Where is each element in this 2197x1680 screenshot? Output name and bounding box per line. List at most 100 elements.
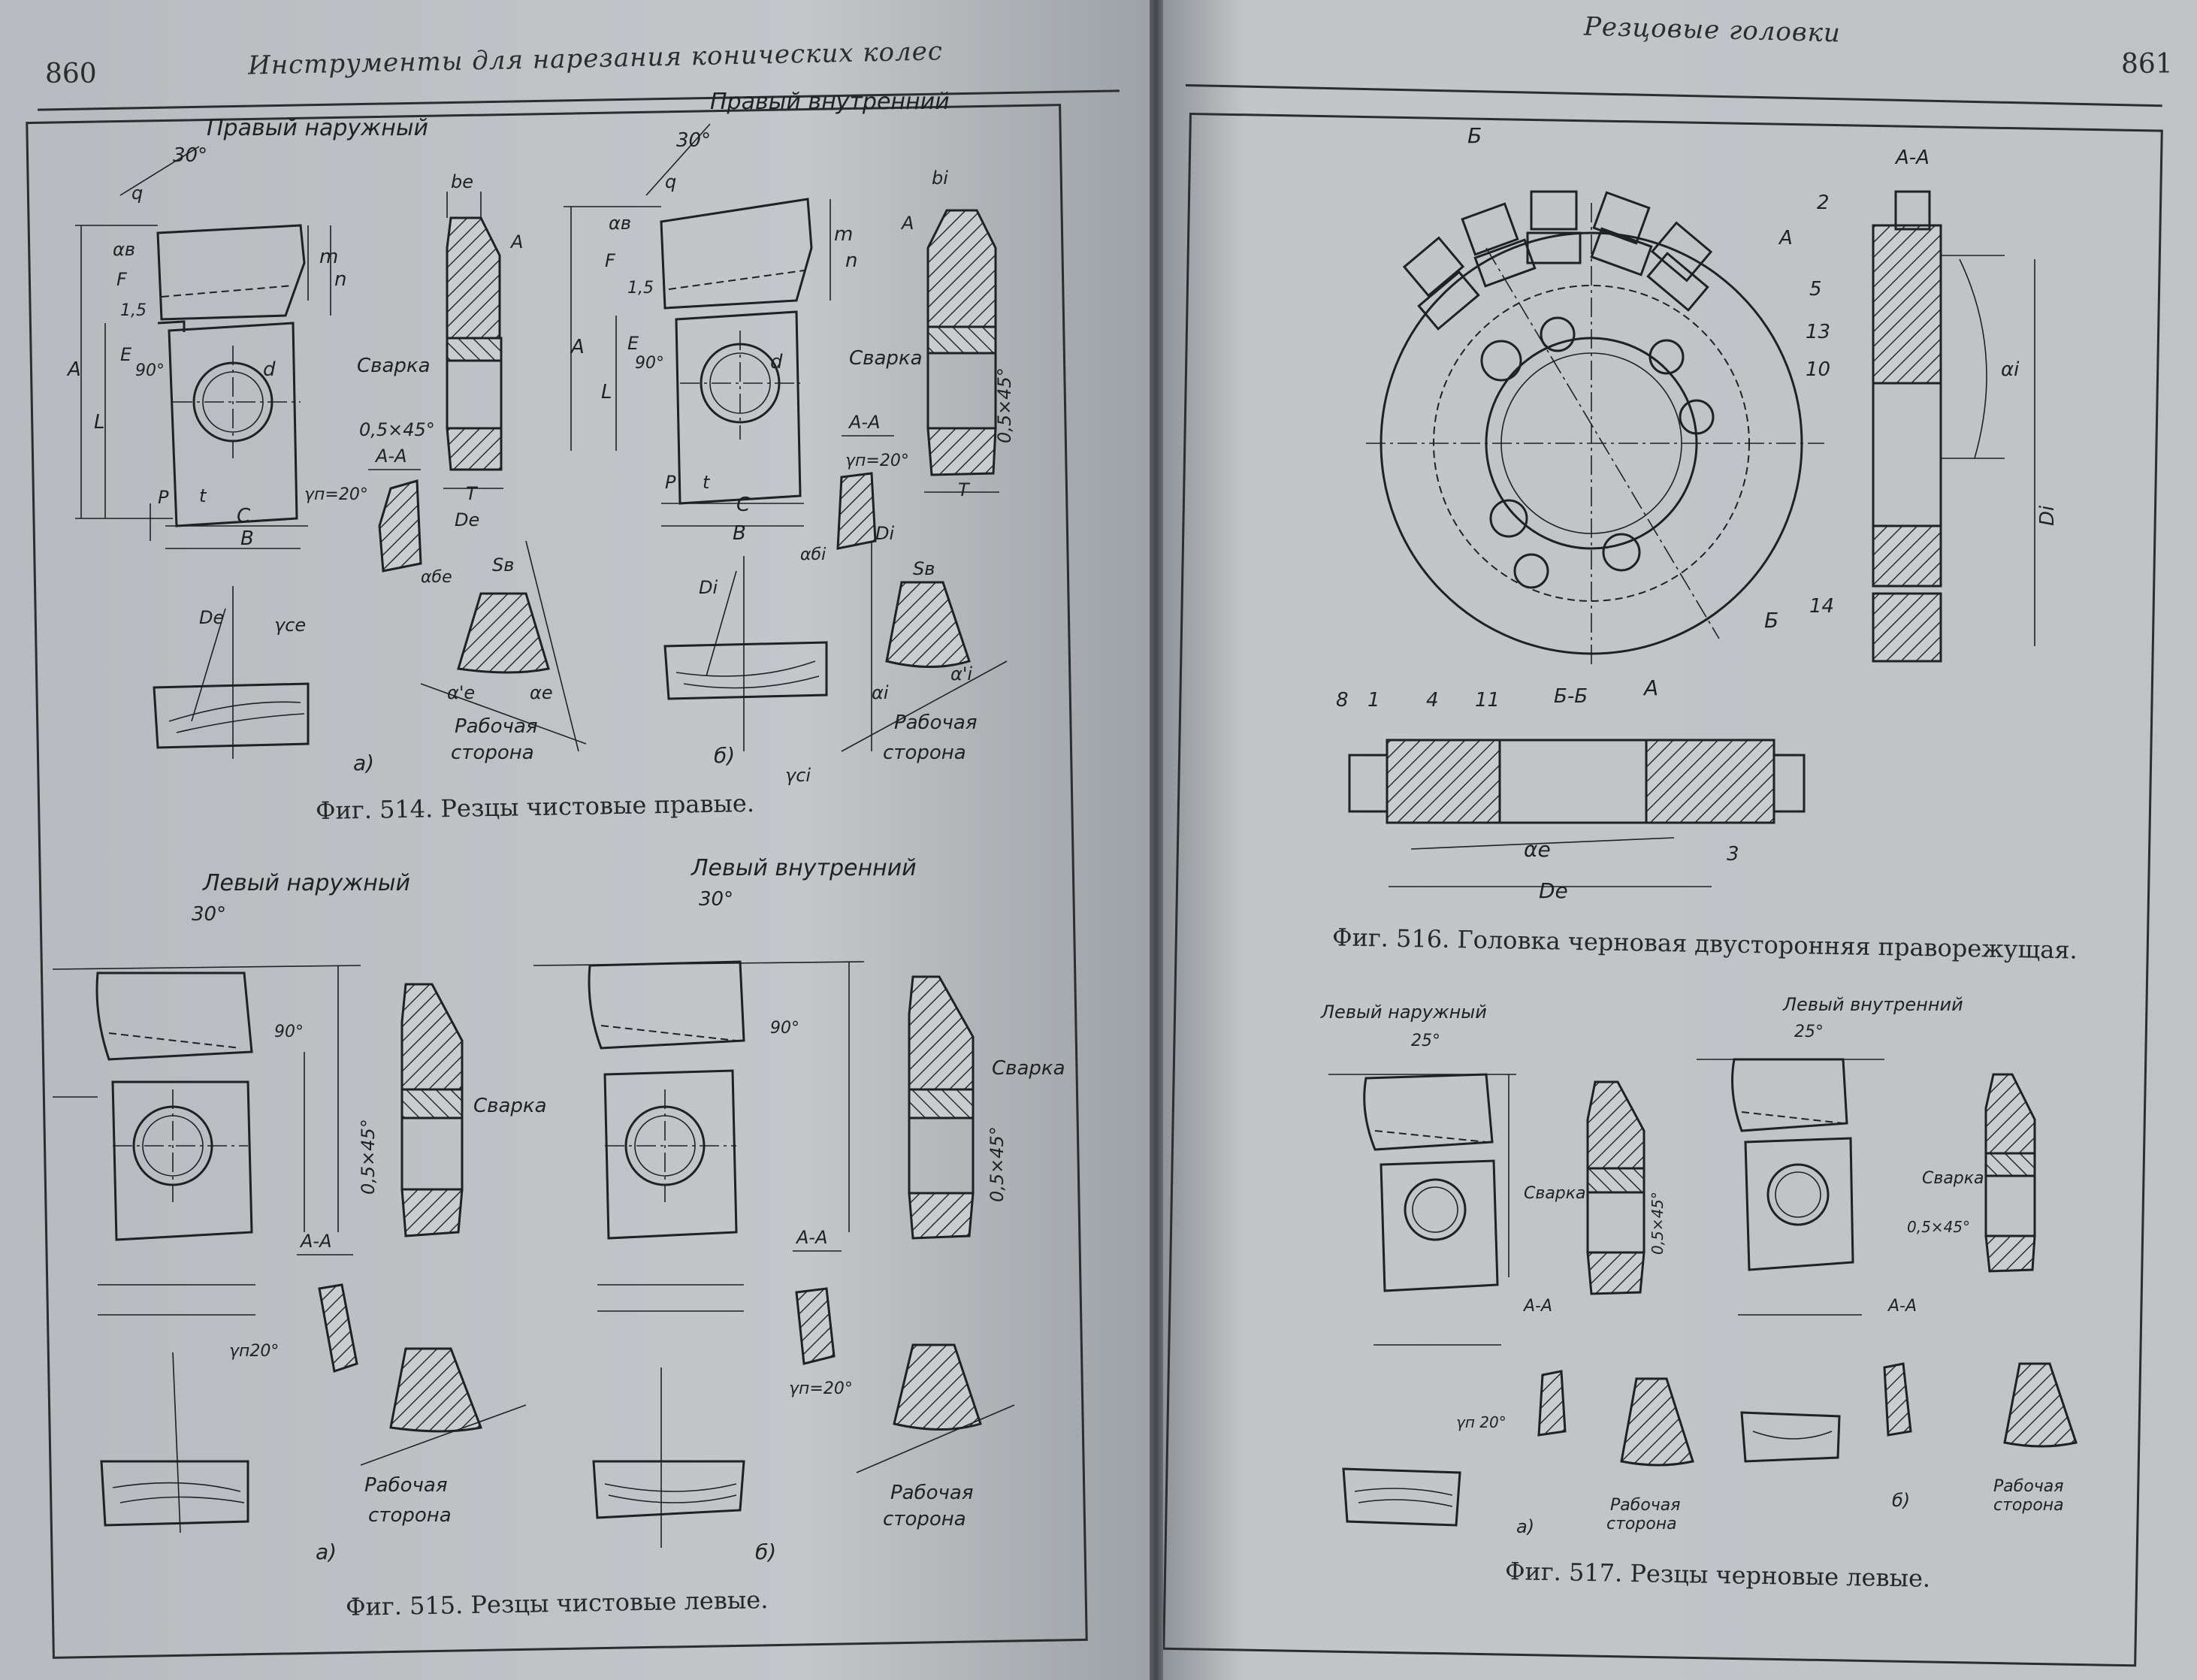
fig516-section-aa-label: А-А: [1894, 147, 1930, 169]
fig517b-section: [1883, 1362, 1912, 1437]
fig516-part-4: 4: [1426, 689, 1439, 712]
fig515b-tooth-profile: [856, 1343, 1015, 1473]
fig514a-C: C: [237, 505, 251, 527]
fig514b-bi: bi: [932, 168, 948, 189]
fig517b-angle: 25°: [1794, 1023, 1824, 1041]
fig514b-chamfer: 0,5×45°: [994, 367, 1015, 443]
fig515a-90: 90°: [274, 1023, 304, 1041]
fig515a-work-1: Рабочая: [364, 1474, 448, 1497]
fig516-letter-a-bottom: А: [1642, 675, 1658, 700]
fig514b-weld: Сварка: [849, 347, 923, 370]
fig515b-chamfer: 0,5×45°: [987, 1126, 1008, 1202]
fig514b-alpha-i1: α'i: [950, 663, 972, 684]
fig515a-section: [297, 1254, 358, 1373]
fig514b-Di-bottom: Di: [699, 577, 718, 598]
fig515a-gamma: γп20°: [229, 1342, 279, 1361]
fig514b-T: T: [958, 479, 971, 500]
fig517b-chamfer: 0,5×45°: [1907, 1218, 1970, 1236]
fig514b-A-marker: A: [900, 213, 914, 234]
fig515b-side-view: [908, 975, 975, 1240]
fig517a-work-1: Рабочая: [1610, 1496, 1681, 1515]
fig514a-L: L: [94, 411, 105, 434]
fig514b-n: n: [845, 249, 857, 272]
fig514a-alpha-e: αe: [530, 682, 553, 703]
fig514b-Di: Di: [875, 523, 894, 544]
fig517a-weld: Сварка: [1524, 1184, 1586, 1203]
fig514b-P: P: [665, 472, 676, 493]
fig516-part-5: 5: [1809, 278, 1822, 301]
fig514a-title: Правый наружный: [207, 115, 428, 141]
fig514a-Se: Sв: [492, 554, 514, 576]
fig516-part-2: 2: [1817, 192, 1830, 214]
left-page: 860 Инструменты для нарезания конических…: [0, 0, 1150, 1680]
fig515b-sub: б): [755, 1539, 776, 1564]
fig516-alpha-i: αi: [2001, 358, 2020, 381]
book-gutter: [1150, 0, 1163, 1680]
fig516-section-bb-label: Б-Б: [1554, 685, 1588, 708]
fig514b-m: m: [834, 223, 853, 246]
fig517a-bottom-view: [1342, 1467, 1461, 1527]
fig514a-gamma: γп=20°: [304, 485, 368, 504]
fig517a-tooth-profile: [1620, 1377, 1694, 1467]
fig515a-weld: Сварка: [473, 1095, 547, 1117]
fig515a-title: Левый наружный: [202, 870, 410, 896]
fig514b-gamma-ci: γci: [785, 765, 811, 786]
fig514a-section-label: А-А: [374, 446, 407, 467]
fig515a-chamfer: 0,5×45°: [358, 1119, 379, 1195]
fig514b-t: t: [703, 472, 711, 493]
fig514a-m: m: [319, 246, 338, 268]
fig515b-section: [793, 1250, 842, 1365]
fig514a-gamma-ce: γce: [274, 615, 306, 636]
fig516-part-1: 1: [1367, 689, 1380, 712]
fig517a-side-view: [1586, 1080, 1645, 1295]
fig517b-bottom-view: [1740, 1411, 1841, 1463]
fig514a-De-bottom: De: [199, 607, 224, 628]
fig515a-tooth-profile: [360, 1347, 527, 1466]
fig514a-90: 90°: [135, 361, 165, 380]
fig514b-gamma: γп=20°: [845, 452, 909, 470]
fig514b-bottom-view: [663, 556, 828, 751]
fig517b-side-view: [1984, 1073, 2036, 1273]
fig515a-cutter-body: [52, 965, 361, 1316]
fig514b-L: L: [601, 381, 612, 403]
fig515b-weld: Сварка: [992, 1057, 1065, 1080]
fig514b-section: [836, 435, 894, 550]
fig514b-d: d: [770, 351, 783, 373]
fig514b-q: q: [665, 171, 676, 192]
fig517a-work-2: сторона: [1606, 1515, 1677, 1533]
fig517a-sub: а): [1516, 1516, 1534, 1537]
fig514a-E: E: [120, 344, 132, 365]
fig516-De: De: [1539, 878, 1568, 903]
fig514a-T: T: [466, 483, 479, 504]
fig517a-section-label: А-А: [1522, 1297, 1552, 1316]
fig514a-t: t: [199, 485, 207, 506]
fig515a-angle: 30°: [192, 903, 226, 926]
fig516-alpha-e: αe: [1524, 837, 1551, 862]
fig517b-sub: б): [1892, 1490, 1910, 1511]
fig515b-work-2: сторона: [883, 1508, 966, 1530]
fig514a-weld: Сварка: [357, 355, 431, 377]
fig516-part-8: 8: [1336, 689, 1349, 712]
fig515a-sub: а): [316, 1539, 337, 1564]
fig514a-P: P: [158, 487, 169, 508]
fig514b-15: 1,5: [627, 279, 654, 298]
fig514b-B: B: [733, 522, 746, 545]
fig514b-section-label: А-А: [848, 412, 881, 433]
fig514b-tooth-profile: [841, 541, 1008, 752]
fig514b-work-2: сторона: [883, 742, 966, 764]
fig515b-bottom-view: [592, 1367, 745, 1548]
fig516-letter-b-bottom: Б: [1764, 608, 1778, 633]
fig517a-cutter-body: [1328, 1073, 1516, 1346]
page-number-right: 861: [2121, 49, 2173, 80]
fig517b-weld: Сварка: [1922, 1169, 1984, 1188]
fig516-part-13: 13: [1806, 321, 1830, 343]
fig514a-q: q: [131, 183, 143, 204]
fig514b-sub: б): [714, 743, 735, 768]
fig515b-work-1: Рабочая: [890, 1482, 974, 1504]
fig516-Di: Di: [2036, 505, 2059, 526]
fig517a-gamma: γп 20°: [1456, 1413, 1506, 1431]
fig514b-alpha-bi: αбi: [800, 545, 826, 564]
fig516-part-14: 14: [1809, 595, 1834, 618]
fig514a-De: De: [455, 509, 479, 530]
fig517b-work-2: сторона: [1993, 1496, 2064, 1515]
